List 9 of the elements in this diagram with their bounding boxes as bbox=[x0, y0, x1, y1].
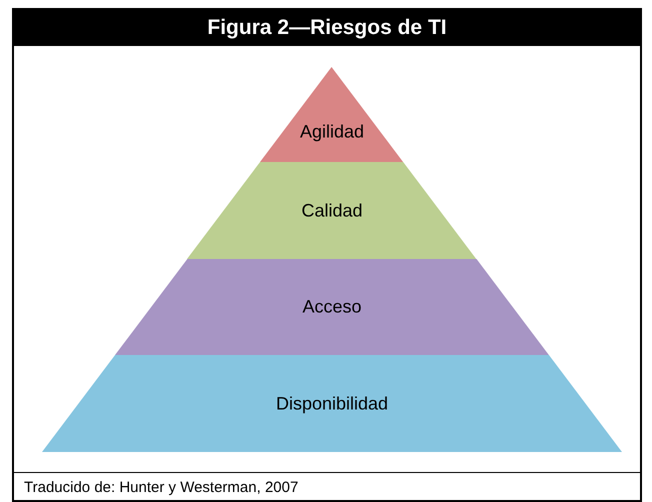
pyramid-tier bbox=[115, 259, 549, 355]
tier-label: Acceso bbox=[302, 296, 362, 318]
tier-label: Disponibilidad bbox=[276, 393, 388, 414]
pyramid-tier bbox=[187, 162, 477, 259]
figure-title: Figura 2—Riesgos de TI bbox=[207, 16, 447, 39]
pyramid-tier bbox=[42, 355, 622, 452]
tier-label: Agilidad bbox=[300, 121, 364, 142]
source-note: Traducido de: Hunter y Westerman, 2007 bbox=[24, 479, 298, 496]
tier-label: Calidad bbox=[301, 200, 362, 221]
